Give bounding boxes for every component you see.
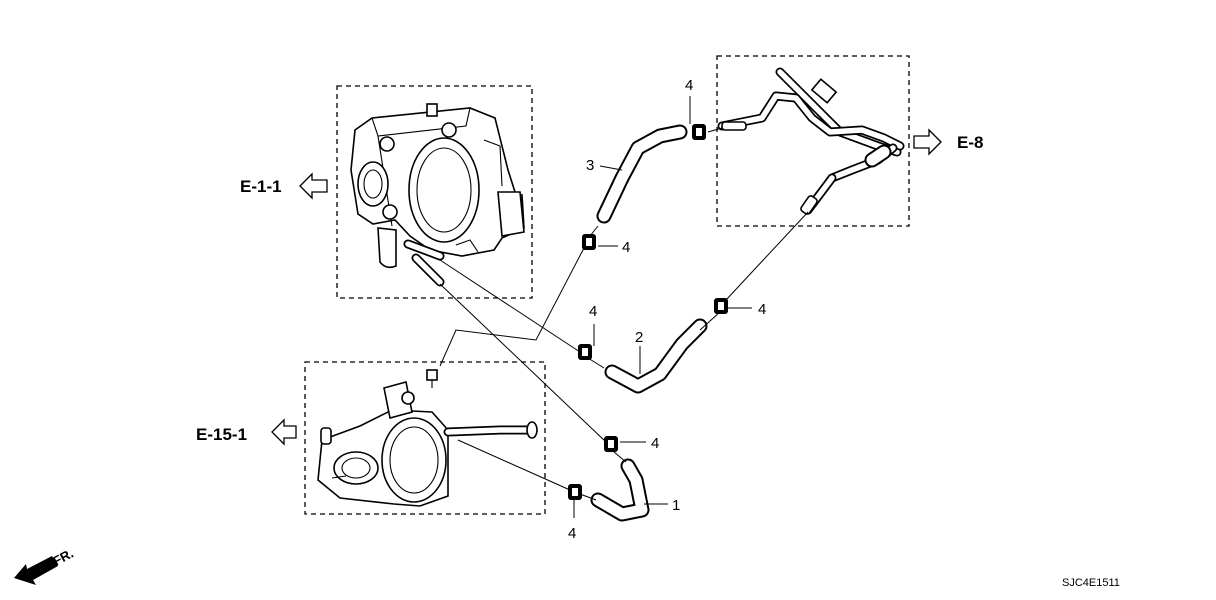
front-direction-indicator: FR.: [14, 546, 76, 585]
callout-4-right: 4: [758, 301, 766, 318]
ref-arrow-left-icon-2: [271, 418, 297, 446]
clamp-4-lower: [604, 436, 618, 452]
callout-2: 2: [635, 329, 643, 346]
callout-4-top: 4: [685, 77, 693, 94]
water-hose-2: [604, 318, 708, 394]
callout-4-center: 4: [589, 303, 597, 320]
water-hose-3: [596, 124, 688, 224]
callout-leaders: [573, 96, 752, 518]
callout-4-bottom: 4: [568, 525, 576, 542]
heater-pipe-part: [717, 67, 905, 215]
ref-arrow-right-icon: [913, 128, 942, 156]
ref-e-1-1[interactable]: E-1-1: [240, 177, 282, 196]
front-arrow-icon: [14, 556, 58, 585]
callout-3: 3: [586, 157, 594, 174]
diagram-code: SJC4E1511: [1062, 577, 1120, 589]
ref-arrow-left-icon: [299, 172, 328, 200]
callout-1: 1: [672, 497, 680, 514]
clamp-4-upper-mid: [582, 234, 596, 250]
pipe-sleeve-top: [721, 121, 747, 131]
clamp-4-center: [578, 344, 592, 360]
callout-4-upper-mid: 4: [622, 239, 630, 256]
clamp-4-bottom: [568, 484, 582, 500]
ref-e-8[interactable]: E-8: [957, 133, 983, 152]
throttle-body-part: [350, 103, 525, 269]
clamp-4-top: [692, 124, 706, 140]
thermostat-housing-group-box: [304, 361, 546, 515]
thermostat-housing-part: [317, 369, 538, 507]
callout-4-lower: 4: [651, 435, 659, 452]
throttle-body-group-box: [336, 85, 533, 299]
pipe-sleeve-lower: [800, 195, 818, 215]
ref-e-15-1[interactable]: E-15-1: [196, 425, 247, 444]
clamp-4-right: [714, 298, 728, 314]
water-hose-1: [590, 458, 650, 522]
heater-pipe-group-box: [716, 55, 910, 227]
throttle-body-nipples: [403, 239, 445, 287]
connection-lines: [439, 127, 809, 501]
